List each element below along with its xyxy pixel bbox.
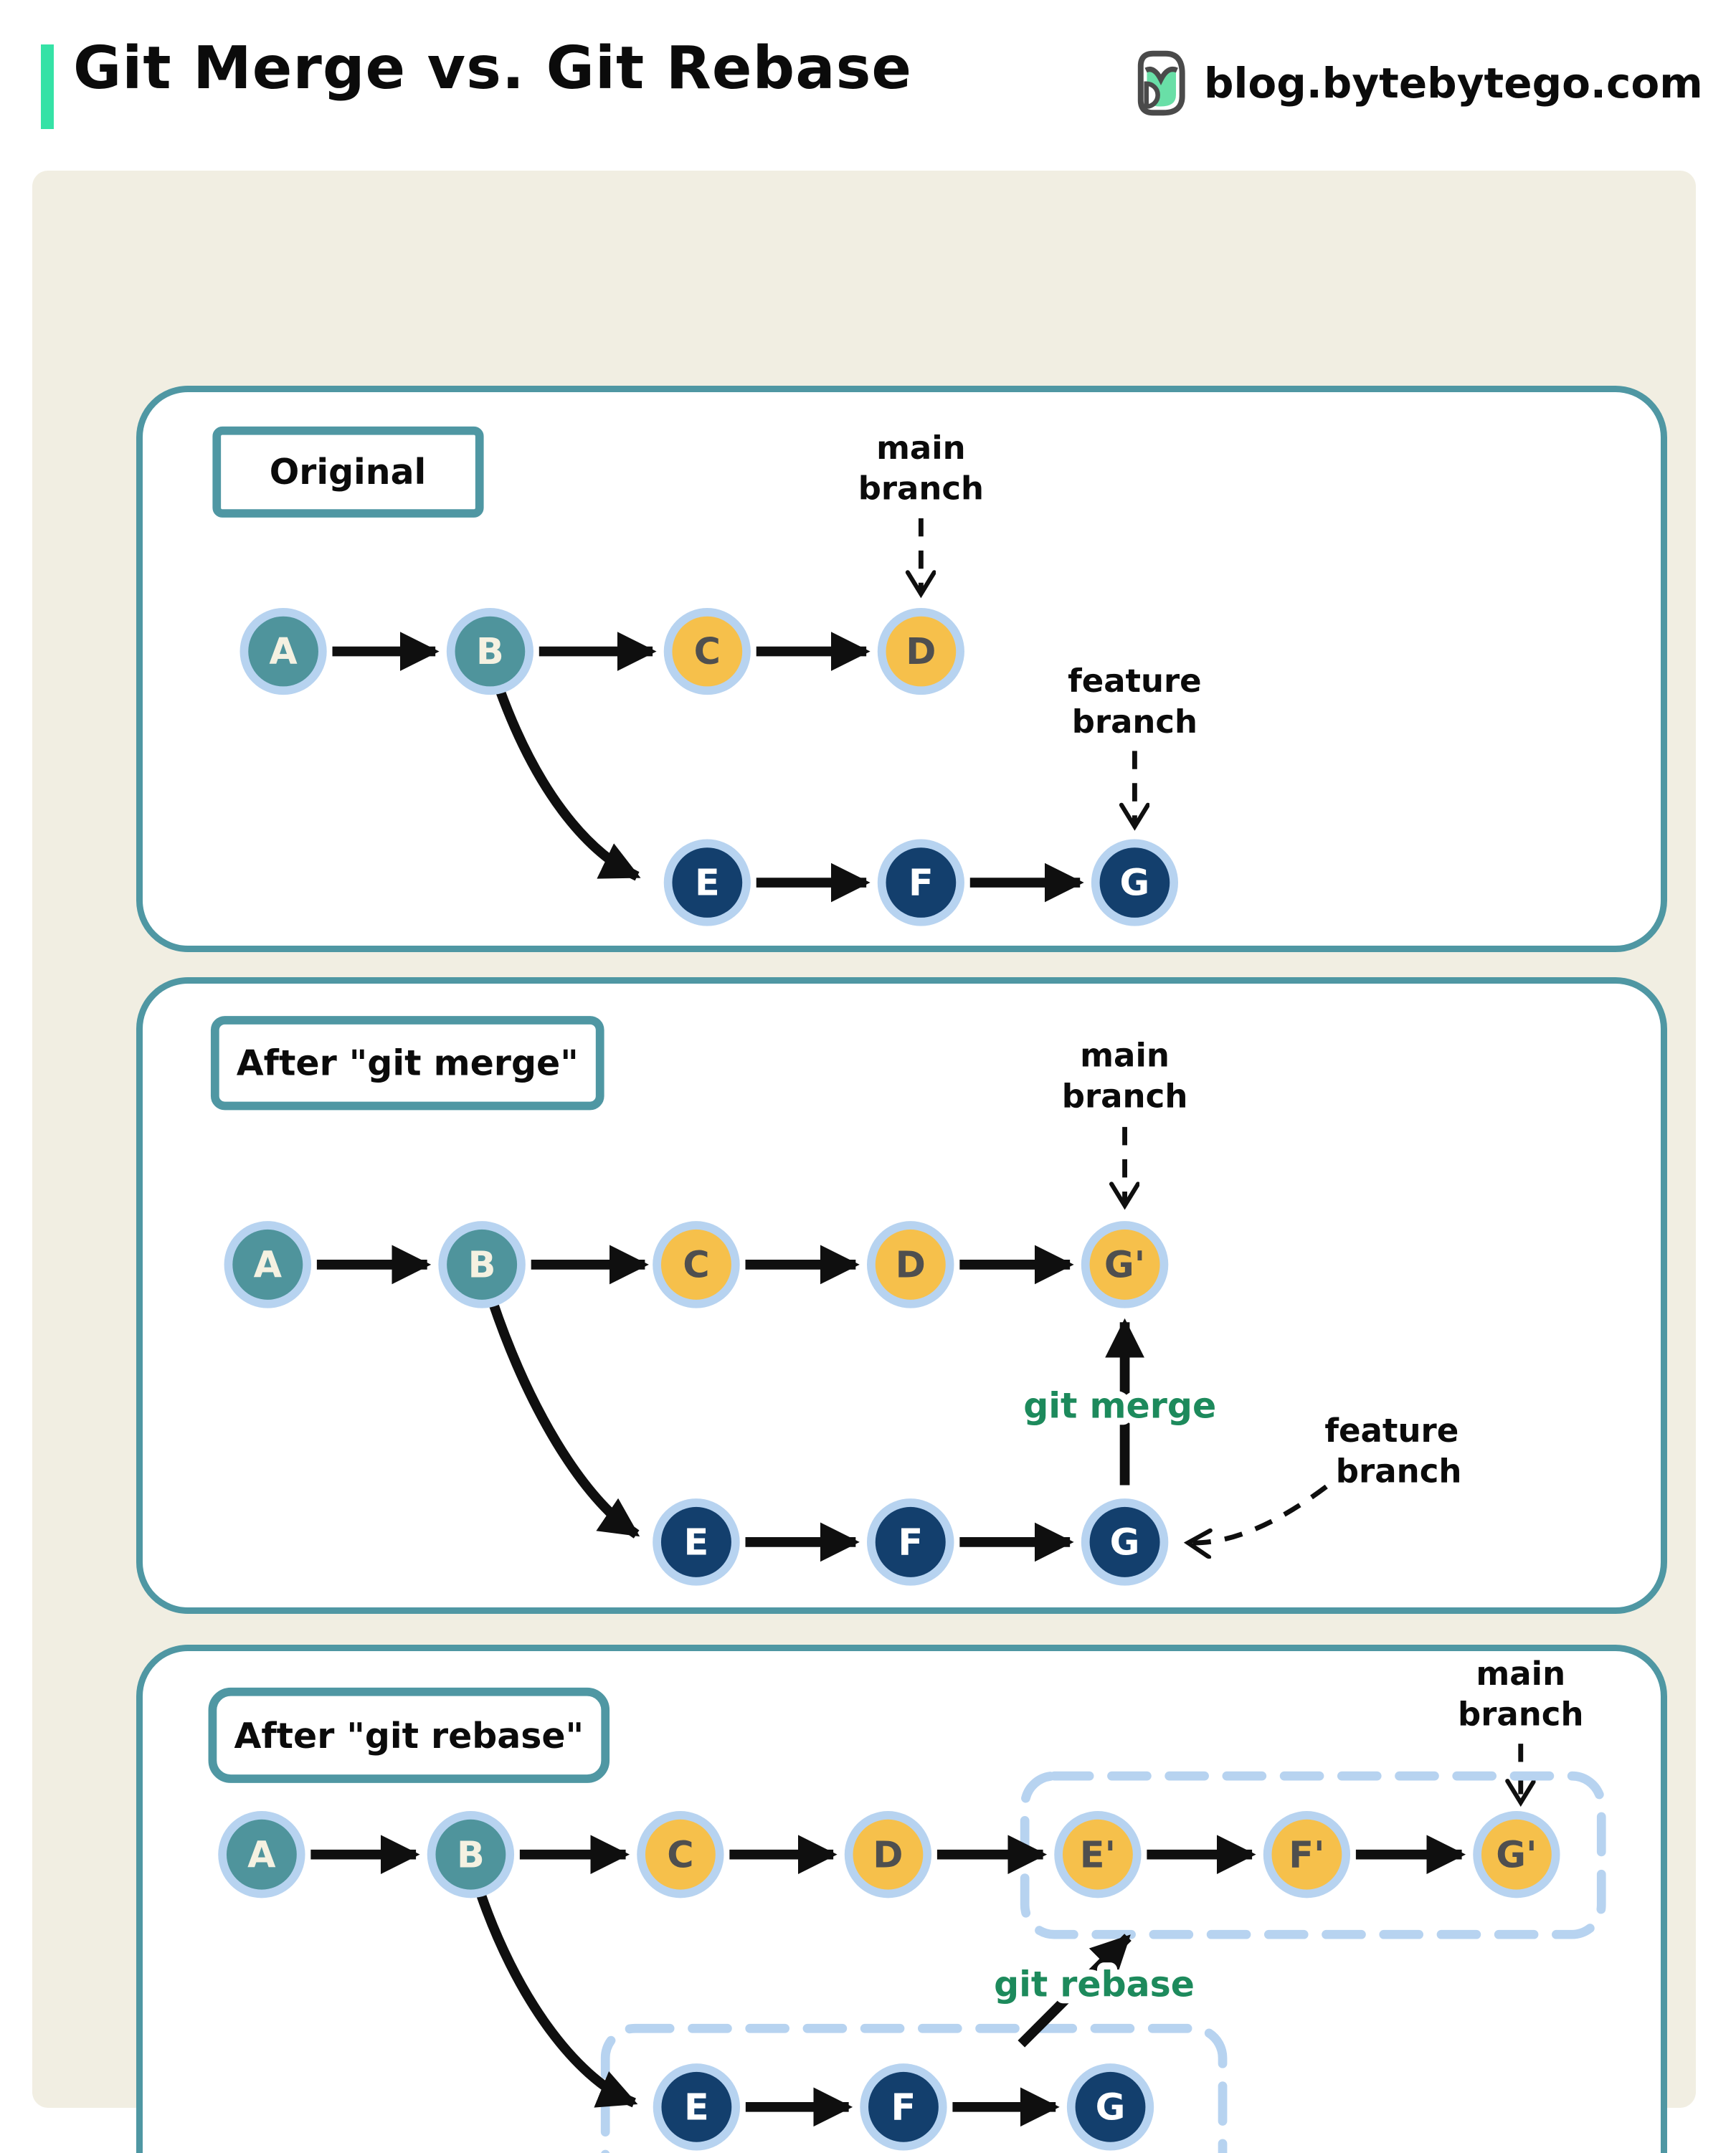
commit-node: D (844, 1811, 932, 1898)
svg-text:C: C (694, 630, 721, 672)
page-title: Git Merge vs. Git Rebase (73, 34, 912, 103)
panel-label: After "git merge" (210, 1016, 604, 1111)
commit-node: D (877, 607, 964, 695)
commit-node: A (218, 1811, 305, 1898)
svg-text:E: E (684, 1522, 709, 1564)
diagram-canvas: Original main branch feature branch (32, 171, 1696, 2153)
svg-text:branch: branch (1336, 1453, 1462, 1491)
main-branch-label: main branch (1062, 1037, 1188, 1116)
svg-text:branch: branch (1072, 703, 1197, 741)
commit-node: C (663, 607, 751, 695)
commit-node: E (653, 1498, 740, 1586)
svg-text:C: C (683, 1245, 709, 1287)
feature-branch-pointer-arrow (1188, 1484, 1328, 1543)
svg-text:B: B (476, 630, 504, 672)
svg-text:G': G' (1496, 1833, 1537, 1876)
panel-after-git-merge: After "git merge" main branch git merge (136, 977, 1667, 1614)
bytebytego-logo-icon (1137, 50, 1185, 116)
feature-commits-box (600, 2023, 1228, 2153)
commit-node: D (867, 1221, 954, 1308)
svg-text:After "git merge": After "git merge" (237, 1042, 579, 1083)
svg-text:A: A (269, 630, 298, 672)
svg-text:G: G (1110, 1522, 1140, 1564)
commit-node: G' (1081, 1221, 1169, 1308)
commit-node: E' (1054, 1811, 1142, 1898)
panel-git-rebase-diagram: After "git rebase" main branch (208, 1655, 1606, 2153)
branch-curve-arrow (475, 1891, 638, 2108)
svg-text:G: G (1096, 2086, 1126, 2128)
commit-node: F (867, 1498, 954, 1586)
commit-node: G (1091, 839, 1179, 926)
panel-after-git-rebase: After "git rebase" main branch (136, 1645, 1667, 2153)
svg-text:F': F' (1289, 1833, 1324, 1876)
svg-text:branch: branch (1458, 1696, 1583, 1734)
main-branch-label: main branch (1458, 1655, 1583, 1734)
svg-text:branch: branch (858, 470, 984, 508)
feature-branch-label: feature branch (1068, 662, 1201, 741)
svg-text:main: main (1080, 1037, 1170, 1075)
commit-node: G (1066, 2063, 1154, 2151)
svg-text:F: F (891, 2086, 916, 2128)
svg-text:feature: feature (1324, 1412, 1458, 1450)
svg-text:G: G (1120, 862, 1150, 904)
commit-node: B (438, 1221, 526, 1308)
commit-node: C (637, 1811, 724, 1898)
svg-text:G': G' (1104, 1245, 1145, 1287)
git-rebase-label: git rebase (994, 1964, 1195, 2005)
commit-node: B (446, 607, 533, 695)
svg-text:F: F (909, 862, 934, 904)
panel-git-merge-diagram: After "git merge" main branch git merge (210, 1016, 1462, 1586)
svg-text:main: main (876, 429, 966, 467)
svg-text:D: D (906, 630, 936, 672)
svg-text:E: E (684, 2086, 709, 2128)
branch-curve-arrow (488, 1299, 640, 1539)
svg-text:Original: Original (270, 452, 427, 493)
feature-branch-label: feature branch (1324, 1412, 1461, 1491)
svg-text:After "git rebase": After "git rebase" (234, 1716, 584, 1757)
main-branch-label: main branch (858, 429, 984, 508)
svg-text:C: C (667, 1833, 693, 1876)
site-url: blog.bytebytego.com (1204, 59, 1703, 108)
title-accent-bar (41, 44, 54, 129)
commit-node: F (860, 2063, 947, 2151)
svg-text:A: A (254, 1245, 283, 1287)
commit-node: G' (1473, 1811, 1560, 1898)
commit-node: E (653, 2063, 741, 2151)
git-merge-label: git merge (1023, 1385, 1216, 1426)
panel-original: Original main branch feature branch (136, 386, 1667, 952)
commit-node: F (877, 839, 964, 926)
commit-node: C (653, 1221, 740, 1308)
svg-text:branch: branch (1062, 1077, 1188, 1115)
svg-text:A: A (247, 1833, 276, 1876)
commit-node: B (427, 1811, 515, 1898)
svg-text:D: D (873, 1833, 903, 1876)
svg-text:E': E' (1080, 1833, 1116, 1876)
brand: blog.bytebytego.com (1137, 50, 1703, 116)
svg-text:E: E (695, 862, 720, 904)
panel-original-diagram: Original main branch feature branch (212, 426, 1202, 926)
commit-node: E (663, 839, 751, 926)
commit-node: A (224, 1221, 312, 1308)
panel-label: Original (212, 426, 484, 518)
commit-node: A (239, 607, 327, 695)
svg-text:B: B (468, 1245, 496, 1287)
rebase-arrow (1018, 1934, 1132, 2048)
svg-text:F: F (898, 1522, 923, 1564)
commit-node: G (1081, 1498, 1169, 1586)
svg-text:B: B (457, 1833, 485, 1876)
panel-label: After "git rebase" (208, 1687, 610, 1783)
svg-text:D: D (896, 1245, 926, 1287)
svg-text:feature: feature (1068, 662, 1201, 700)
commit-node: F' (1263, 1811, 1351, 1898)
svg-text:main: main (1476, 1655, 1565, 1693)
branch-curve-arrow (495, 688, 641, 881)
